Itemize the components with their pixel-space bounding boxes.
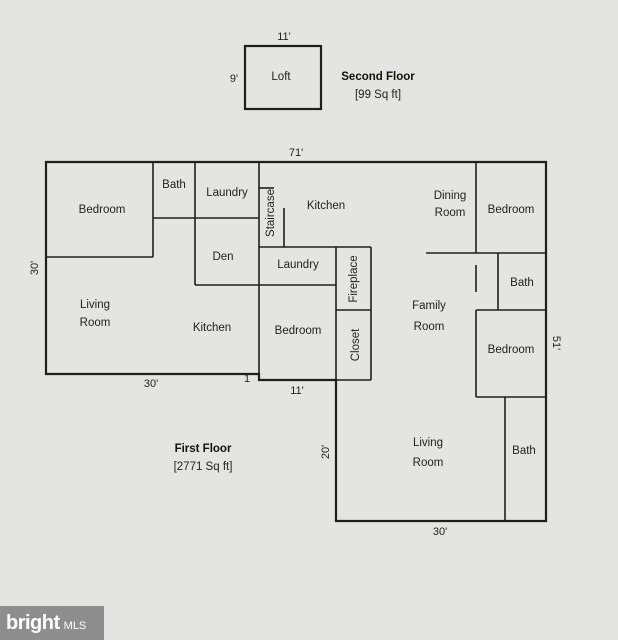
brightmls-watermark: bright MLS — [0, 606, 104, 640]
dining-label: Dining — [434, 190, 467, 202]
dimension-right: 51' — [550, 336, 562, 350]
den-label: Den — [212, 251, 233, 263]
dining-room-label: Room — [435, 207, 466, 219]
fireplace-label: Fireplace — [348, 255, 360, 302]
dimension-lower-left: 20' — [320, 445, 332, 459]
loft-outline — [243, 44, 323, 111]
loft-label: Loft — [271, 71, 291, 83]
bath-label: Bath — [510, 277, 534, 289]
bath-label: Bath — [512, 445, 536, 457]
first-floor-area: [2771 Sq ft] — [174, 461, 233, 473]
dimension-left: 30' — [29, 261, 41, 275]
dimension-top: 71' — [289, 147, 303, 159]
loft-height-dim: 9' — [230, 73, 238, 85]
loft-width-dim: 11' — [277, 31, 291, 43]
living-label: Living — [80, 299, 110, 311]
living-room-label: Room — [413, 457, 444, 469]
laundry-label: Laundry — [206, 187, 248, 199]
dimension-small: 1 — [244, 373, 250, 385]
watermark-suffix: MLS — [63, 619, 87, 632]
bath-label: Bath — [162, 179, 186, 191]
staircase-label: Staircase — [265, 189, 277, 237]
watermark-brand: bright — [6, 611, 60, 634]
kitchen-label: Kitchen — [307, 200, 345, 212]
second-floor-title: Second Floor — [341, 71, 415, 83]
family-room-label: Room — [414, 321, 445, 333]
dimension-mid: 11' — [290, 385, 304, 397]
living-room-label: Room — [80, 317, 111, 329]
family-label: Family — [412, 300, 446, 312]
dimension-bottom: 30' — [433, 526, 447, 538]
laundry-label: Laundry — [277, 259, 319, 271]
bedroom-label: Bedroom — [488, 344, 535, 356]
bedroom-label: Bedroom — [275, 325, 322, 337]
kitchen-label: Kitchen — [193, 322, 231, 334]
bedroom-label: Bedroom — [79, 204, 126, 216]
bedroom-label: Bedroom — [488, 204, 535, 216]
second-floor-area: [99 Sq ft] — [355, 89, 401, 101]
first-floor-title: First Floor — [175, 443, 232, 455]
living-label: Living — [413, 437, 443, 449]
closet-label: Closet — [350, 328, 362, 361]
dimension-bottom-left: 30' — [144, 378, 158, 390]
